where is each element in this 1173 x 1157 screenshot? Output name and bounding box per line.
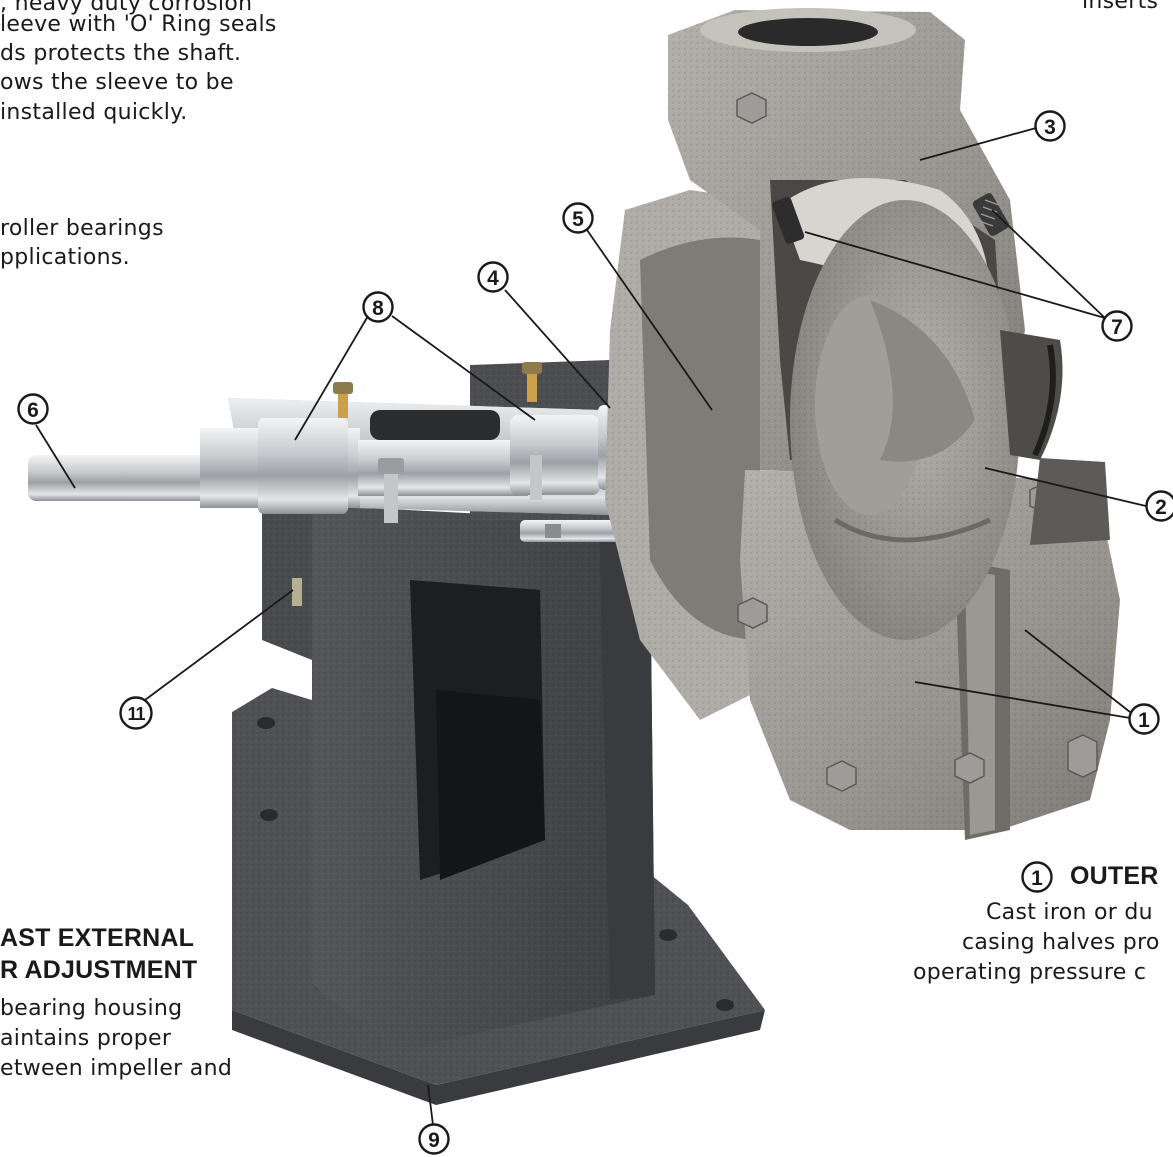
- text-line: , heavy duty corrosion: [0, 0, 253, 16]
- callouts: 1 2 3 4 5 6 7 8: [17, 110, 1173, 1155]
- text-line: ows the sleeve to be: [0, 70, 234, 95]
- bearing-pedestal: [262, 490, 655, 1050]
- svg-text:3: 3: [1044, 116, 1056, 139]
- text-line: bearing housing: [0, 996, 183, 1021]
- svg-text:11: 11: [127, 704, 145, 724]
- svg-text:9: 9: [428, 1129, 440, 1152]
- svg-text:5: 5: [572, 208, 584, 231]
- section-heading: OUTER: [1070, 862, 1159, 890]
- text-line: ds protects the shaft.: [0, 41, 242, 66]
- callout-2: 2: [1145, 490, 1173, 522]
- callout-5: 5: [562, 202, 594, 234]
- callout-7: 7: [1101, 310, 1133, 342]
- section-heading: R ADJUSTMENT: [0, 956, 198, 984]
- callout-8: 8: [362, 291, 394, 323]
- svg-text:1: 1: [1138, 709, 1150, 732]
- callout-4: 4: [477, 261, 509, 293]
- svg-text:8: 8: [372, 297, 384, 320]
- section-number: 1: [1031, 867, 1043, 890]
- impeller: [790, 200, 1020, 640]
- suction-cover: [1000, 330, 1110, 545]
- grease-fittings: [333, 362, 542, 418]
- callout-6: 6: [17, 393, 49, 425]
- liner-inserts: [772, 193, 1009, 244]
- callout-11: 11: [119, 696, 153, 730]
- svg-text:4: 4: [487, 267, 499, 290]
- text-line: etween impeller and: [0, 1056, 233, 1081]
- text-line: Cast iron or du: [986, 900, 1153, 925]
- svg-text:6: 6: [27, 399, 39, 422]
- callout-3: 3: [1034, 110, 1066, 142]
- text-line: leeve with 'O' Ring seals: [0, 12, 277, 37]
- section-number-badge: 1: [1021, 861, 1053, 893]
- callout-1: 1: [1128, 703, 1160, 735]
- svg-text:2: 2: [1155, 496, 1167, 519]
- section-heading: AST EXTERNAL: [0, 924, 195, 952]
- frame-plate: [605, 190, 760, 720]
- text-line: pplications.: [0, 245, 130, 270]
- text-line: inserts: [1082, 0, 1159, 14]
- text-line: aintains proper: [0, 1026, 172, 1051]
- svg-text:7: 7: [1111, 316, 1123, 339]
- text-line: casing halves pro: [962, 930, 1160, 955]
- leader-lines: [35, 127, 1147, 1126]
- callout-9: 9: [418, 1123, 450, 1155]
- text-line: installed quickly.: [0, 100, 188, 125]
- text-line: roller bearings: [0, 216, 164, 241]
- text-line: operating pressure c: [913, 960, 1147, 985]
